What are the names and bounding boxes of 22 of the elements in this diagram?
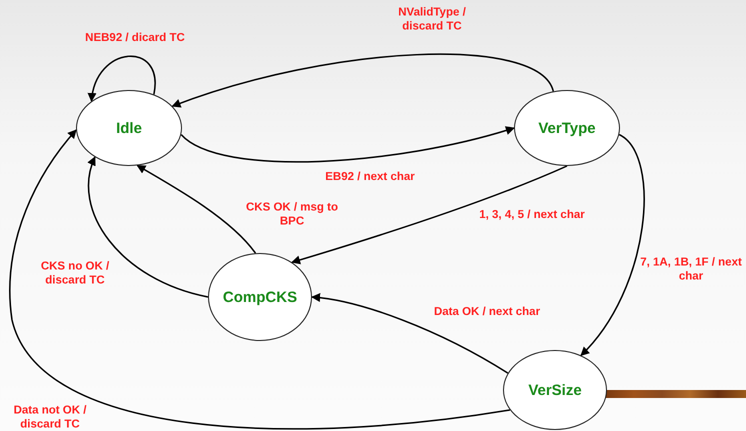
edge-label: NValidType / discard TC bbox=[397, 6, 467, 34]
edge-label: 7, 1A, 1B, 1F / next char bbox=[639, 256, 743, 284]
edge-label: 1, 3, 4, 5 / next char bbox=[478, 208, 586, 222]
transition-arrow bbox=[311, 293, 508, 374]
transition-arrow bbox=[88, 156, 208, 298]
edge-label: CKS no OK / discard TC bbox=[40, 260, 110, 288]
edge-label: NEB92 / dicard TC bbox=[84, 30, 186, 46]
edge-label: Data OK / next char bbox=[432, 304, 542, 320]
transition-arrow bbox=[9, 129, 510, 430]
state-name: Idle bbox=[116, 120, 142, 136]
transition-arrow bbox=[88, 56, 156, 102]
transition-arrow bbox=[580, 134, 645, 356]
transition-arrow bbox=[136, 164, 256, 254]
edge-label: Data not OK / discard TC bbox=[12, 404, 88, 431]
edge-label: EB92 / next char bbox=[324, 170, 416, 184]
edge-label: CKS OK / msg to BPC bbox=[244, 200, 339, 230]
state-name: VerType bbox=[538, 120, 596, 136]
transition-arrow bbox=[180, 126, 515, 163]
state-name: VerSize bbox=[528, 382, 582, 398]
transition-arrow bbox=[172, 54, 554, 108]
transition-arrow bbox=[291, 165, 568, 264]
state-name: CompCKS bbox=[222, 288, 298, 306]
